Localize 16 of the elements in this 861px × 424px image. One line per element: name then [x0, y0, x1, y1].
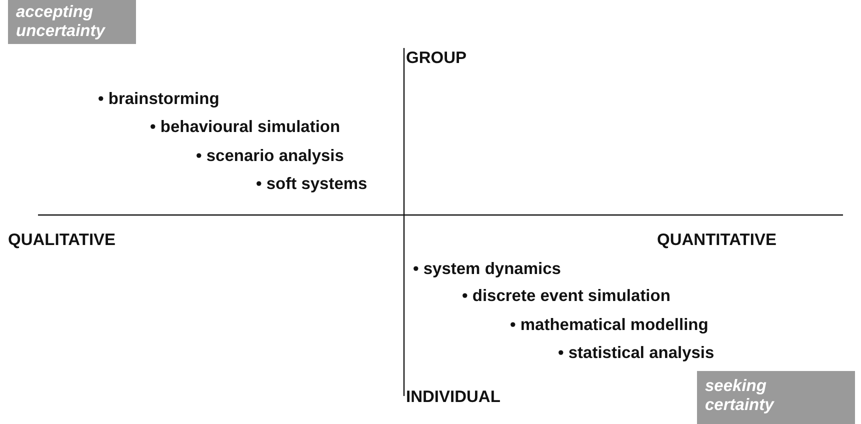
list-item: • brainstorming: [98, 90, 220, 108]
axis-label: QUALITATIVE: [8, 231, 116, 249]
axis-label: GROUP: [406, 49, 467, 67]
list-item: • discrete event simulation: [462, 287, 670, 305]
axis-label: QUANTITATIVE: [657, 231, 776, 249]
list-item: • mathematical modelling: [510, 316, 708, 334]
list-item: • behavioural simulation: [150, 118, 340, 136]
list-item: • soft systems: [256, 175, 368, 193]
list-item: • statistical analysis: [558, 344, 714, 362]
label-box: [697, 371, 855, 424]
axis-label: INDIVIDUAL: [406, 388, 500, 406]
box-text: accepting uncertainty: [16, 3, 106, 41]
list-item: • scenario analysis: [196, 147, 344, 165]
list-item: • system dynamics: [413, 260, 561, 278]
label-box: [8, 0, 136, 44]
box-text: seeking certainty: [705, 377, 776, 415]
